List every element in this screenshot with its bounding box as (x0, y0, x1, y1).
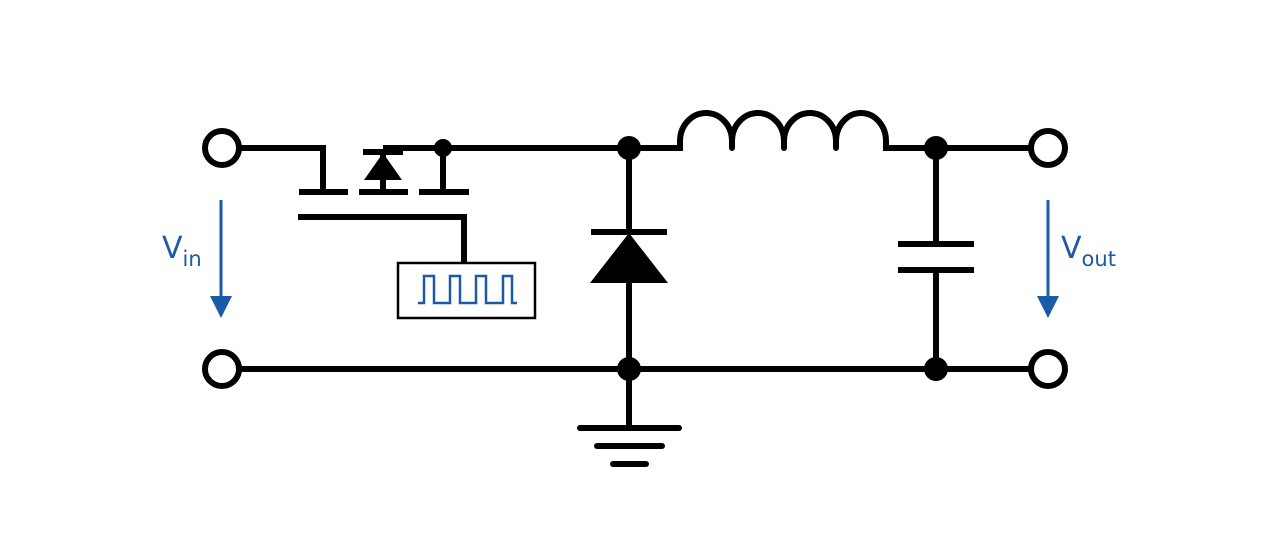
terminals (202, 128, 1068, 389)
vin-label: Vin (162, 231, 202, 271)
junction-source (434, 139, 452, 157)
vin-arrow (210, 200, 232, 318)
mosfet-switch (299, 145, 469, 195)
vout-label: Vout (1061, 231, 1116, 271)
pwm-source (396, 261, 537, 320)
junction-output-top (924, 136, 948, 160)
pwm-waveform (418, 274, 517, 305)
freewheel-diode (590, 229, 668, 283)
body-diode-arrow (364, 153, 402, 180)
junction-switch-node (617, 136, 641, 160)
junction-output-bottom (924, 357, 948, 381)
output-capacitor (898, 241, 974, 273)
pwm-box (396, 261, 537, 320)
input-top-wire (238, 145, 326, 195)
terminal-output-top (1028, 128, 1068, 168)
junctions (434, 136, 948, 381)
inductor (677, 110, 889, 151)
gate-lead (298, 214, 467, 266)
vin-label-sub: in (183, 247, 202, 271)
vout-arrow (1037, 200, 1059, 318)
terminal-input-top (202, 128, 242, 168)
terminal-output-bottom (1028, 349, 1068, 389)
terminal-input-bottom (202, 349, 242, 389)
vout-arrow-head (1037, 296, 1059, 318)
diode-triangle (590, 233, 668, 283)
vout-label-sub: out (1082, 247, 1116, 271)
junction-ground-node (617, 357, 641, 381)
ground-symbol (577, 425, 682, 467)
vin-arrow-head (210, 296, 232, 318)
vout-label-main: V (1061, 231, 1082, 266)
vin-label-main: V (162, 231, 183, 266)
